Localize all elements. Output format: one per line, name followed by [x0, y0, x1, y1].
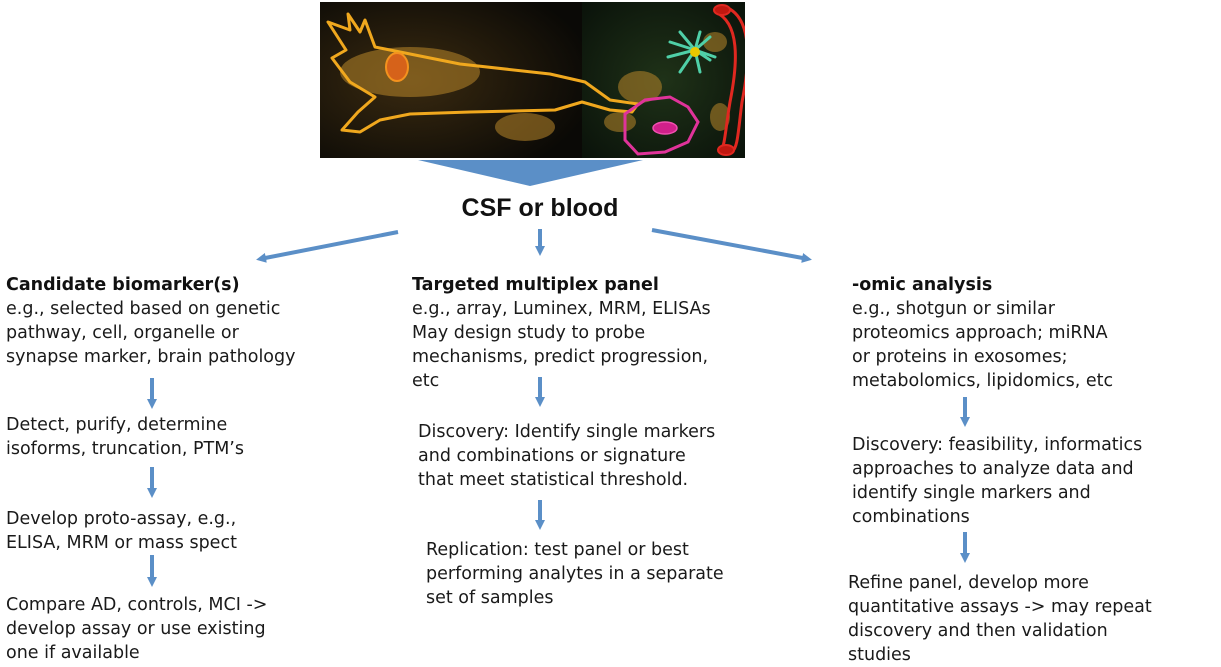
targeted-intro-line: May design study to probe	[412, 323, 646, 343]
step-line: develop assay or use existing	[6, 619, 266, 639]
omic-step-1: Discovery: feasibility, informatics appr…	[852, 433, 1142, 529]
step-line: Develop proto-assay, e.g.,	[6, 509, 237, 529]
omic-analysis-block: -omic analysis e.g., shotgun or similar …	[852, 273, 1113, 393]
vessel-outline	[714, 6, 745, 154]
step-line: discovery and then validation	[848, 621, 1108, 641]
funnel-triangle	[418, 160, 643, 186]
candidate-step-2: Develop proto-assay, e.g., ELISA, MRM or…	[6, 507, 237, 555]
omic-intro-line: e.g., shotgun or similar	[852, 299, 1055, 319]
step-line: Refine panel, develop more	[848, 573, 1089, 593]
targeted-intro-line: mechanisms, predict progression,	[412, 347, 709, 367]
microglia-outline	[623, 95, 700, 156]
targeted-multiplex-block: Targeted multiplex panel e.g., array, Lu…	[412, 273, 711, 393]
step-line: identify single markers and	[852, 483, 1091, 503]
step-line: set of samples	[426, 588, 554, 608]
targeted-step-1: Discovery: Identify single markers and c…	[418, 420, 715, 492]
candidate-intro-line: synapse marker, brain pathology	[6, 347, 296, 367]
targeted-step-2: Replication: test panel or best performi…	[426, 538, 724, 610]
step-line: ELISA, MRM or mass spect	[6, 533, 237, 553]
step-line: approaches to analyze data and	[852, 459, 1134, 479]
arrow-to-candidate	[256, 230, 399, 263]
neuron-outline	[326, 12, 640, 134]
step-line: Detect, purify, determine	[6, 415, 228, 435]
step-line: Replication: test panel or best	[426, 540, 689, 560]
step-line: Compare AD, controls, MCI ->	[6, 595, 268, 615]
step-line: that meet statistical threshold.	[418, 470, 689, 490]
step-line: Discovery: feasibility, informatics	[852, 435, 1143, 455]
omic-analysis-heading: -omic analysis	[852, 275, 993, 295]
step-line: isoforms, truncation, PTM’s	[6, 439, 244, 459]
csf-or-blood-title: CSF or blood	[461, 194, 619, 222]
omic-intro-line: proteomics approach; miRNA	[852, 323, 1108, 343]
step-line: performing analytes in a separate	[426, 564, 724, 584]
step-line: studies	[848, 645, 911, 665]
omic-step-2: Refine panel, develop more quantitative …	[848, 571, 1152, 667]
step-line: combinations	[852, 507, 970, 527]
step-line: quantitative assays -> may repeat	[848, 597, 1152, 617]
brain-cells-image	[320, 2, 745, 158]
arrow-to-omic	[651, 228, 812, 263]
targeted-intro-line: etc	[412, 371, 440, 391]
candidate-step-1: Detect, purify, determine isoforms, trun…	[6, 413, 244, 461]
step-line: Discovery: Identify single markers	[418, 422, 716, 442]
candidate-step-3: Compare AD, controls, MCI -> develop ass…	[6, 593, 267, 665]
candidate-biomarker-block: Candidate biomarker(s) e.g., selected ba…	[6, 273, 295, 369]
omic-intro-line: metabolomics, lipidomics, etc	[852, 371, 1114, 391]
candidate-intro-line: e.g., selected based on genetic	[6, 299, 281, 319]
step-line: and combinations or signature	[418, 446, 686, 466]
targeted-intro-line: e.g., array, Luminex, MRM, ELISAs	[412, 299, 711, 319]
targeted-multiplex-heading: Targeted multiplex panel	[412, 275, 659, 295]
omic-intro-line: or proteins in exosomes;	[852, 347, 1068, 367]
candidate-intro-line: pathway, cell, organelle or	[6, 323, 239, 343]
step-line: one if available	[6, 643, 140, 663]
candidate-biomarker-heading: Candidate biomarker(s)	[6, 275, 240, 295]
